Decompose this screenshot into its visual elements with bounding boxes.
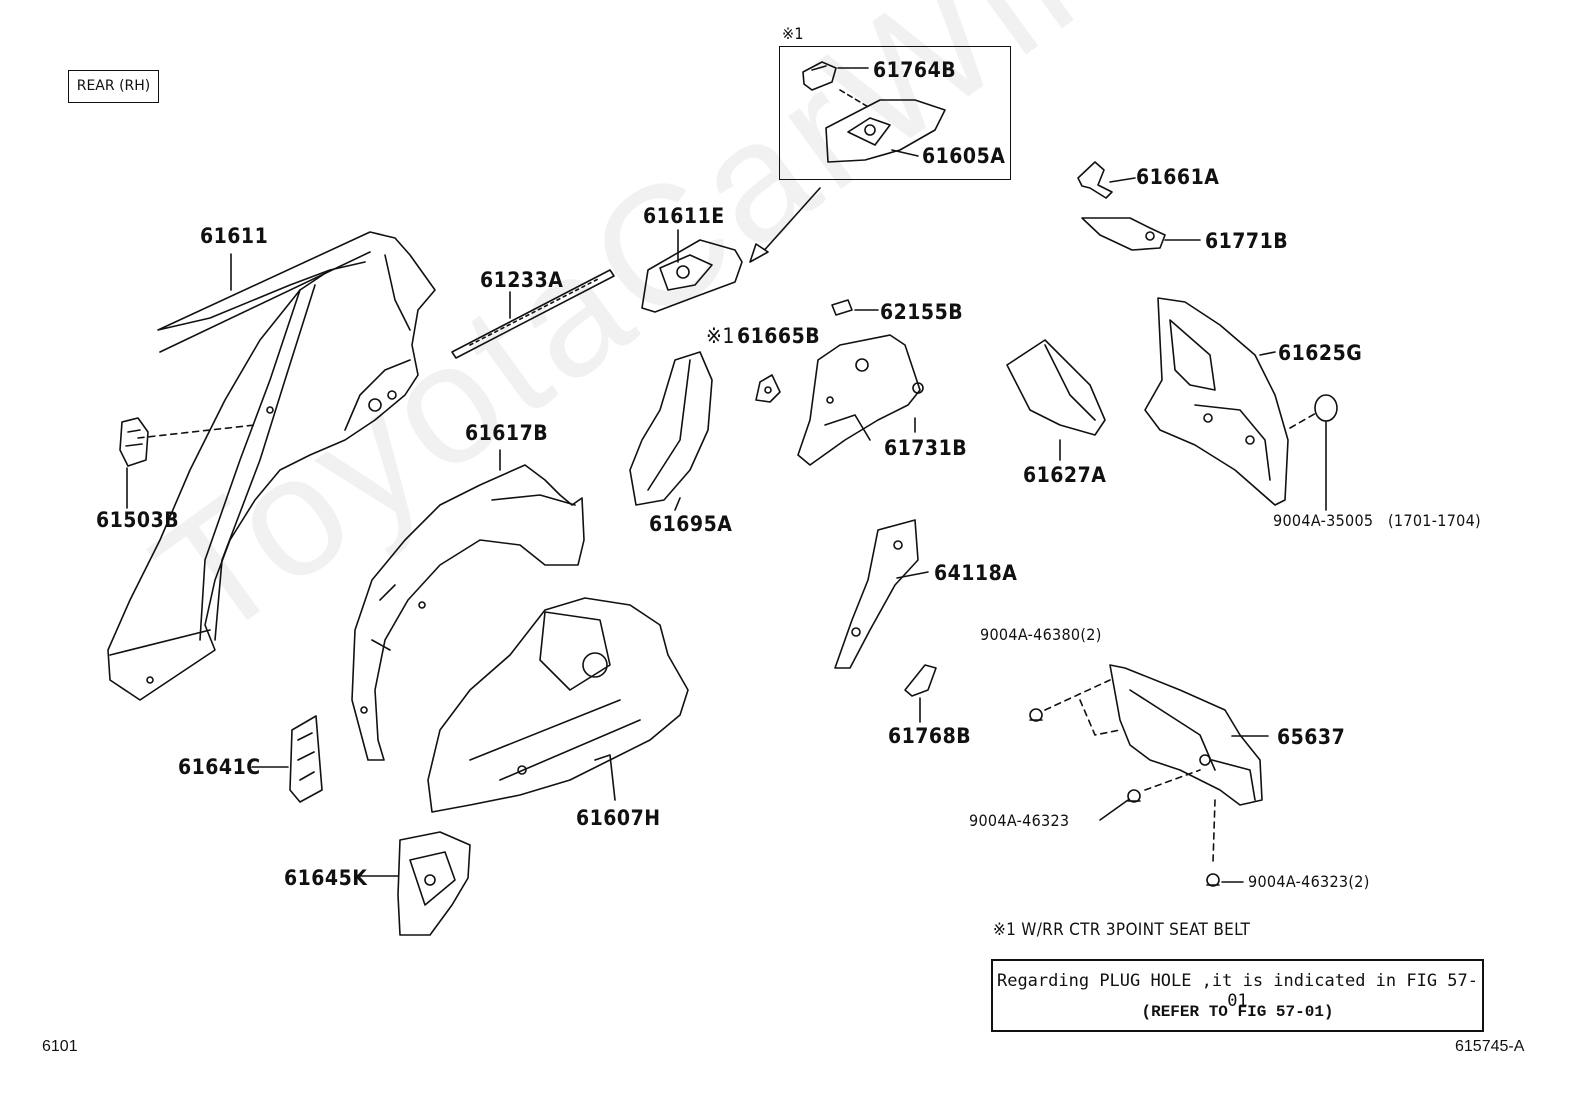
label-9004A-46323[interactable]: 9004A-46323	[969, 811, 1070, 830]
bolt-9004A-46323	[1127, 789, 1141, 803]
bolt-9004A-46380	[1029, 708, 1043, 722]
part-62155B-pad	[831, 299, 853, 316]
part-61611E-panel	[641, 239, 743, 313]
label-9004A-46380[interactable]: 9004A-46380(2)	[980, 625, 1102, 644]
label-9004A-46323-2[interactable]: 9004A-46323(2)	[1248, 872, 1370, 891]
part-65637-panel	[1109, 664, 1263, 806]
part-64118A-pillar	[834, 519, 919, 669]
part-61503B-bracket	[119, 417, 149, 467]
label-61611[interactable]: 61611	[200, 224, 269, 248]
label-61503B[interactable]: 61503B	[96, 508, 180, 532]
label-61645K[interactable]: 61645K	[284, 866, 368, 890]
view-label: REAR (RH)	[76, 78, 151, 94]
part-61627A-panel	[1006, 339, 1106, 436]
inset-part-61764B	[802, 61, 837, 91]
label-9004A-35005-range: (1701-1704)	[1388, 511, 1481, 530]
label-61607H[interactable]: 61607H	[576, 806, 661, 830]
label-61695A[interactable]: 61695A	[649, 512, 733, 536]
part-61625G-panel	[1144, 297, 1289, 506]
label-61625G[interactable]: 61625G	[1278, 341, 1363, 365]
label-61661A[interactable]: 61661A	[1136, 165, 1220, 189]
label-65637[interactable]: 65637	[1277, 725, 1346, 749]
bolt-9004A-46323-lower	[1206, 873, 1220, 887]
part-61695A-pillar	[629, 351, 713, 506]
inset-arrow	[759, 187, 821, 256]
label-61768B[interactable]: 61768B	[888, 724, 972, 748]
part-61617B-inner-panel	[351, 464, 585, 761]
note-box: Regarding PLUG HOLE ,it is indicated in …	[991, 959, 1484, 1032]
label-61641C[interactable]: 61641C	[178, 755, 261, 779]
label-61731B[interactable]: 61731B	[884, 436, 968, 460]
part-61611-quarter-panel	[107, 231, 436, 701]
label-61665B[interactable]: 61665B	[737, 324, 821, 348]
part-61665B-clip	[755, 374, 781, 403]
part-61661A-bracket	[1077, 161, 1113, 199]
inset-marker: ※1	[782, 24, 804, 43]
label-61771B[interactable]: 61771B	[1205, 229, 1289, 253]
inset-arrow-head	[749, 243, 769, 263]
inset-part-61605A	[825, 99, 946, 163]
label-9004A-35005[interactable]: 9004A-35005	[1273, 511, 1374, 530]
plug-9004A-35005	[1314, 394, 1338, 422]
label-61627A[interactable]: 61627A	[1023, 463, 1107, 487]
part-61607H-wheelhouse	[427, 597, 689, 813]
part-61768B-clip	[904, 664, 937, 697]
label-61665B-mark: ※1	[706, 324, 735, 348]
part-61641C-bracket	[289, 715, 323, 803]
leader-lines	[126, 67, 1276, 883]
inset-box	[779, 46, 1011, 180]
label-64118A[interactable]: 64118A	[934, 561, 1018, 585]
footer-figure-number: 6101	[42, 1038, 78, 1055]
note-refer-link[interactable]: (REFER TO FIG 57-01)	[1141, 1003, 1334, 1021]
label-61764B[interactable]: 61764B	[873, 58, 957, 82]
part-61645K-bracket	[397, 831, 471, 936]
label-61611E[interactable]: 61611E	[643, 204, 725, 228]
part-61731B-panel	[797, 334, 924, 466]
footer-illustration-id: 615745-A	[1455, 1038, 1525, 1055]
note-plug-hole: Regarding PLUG HOLE ,it is indicated in …	[996, 971, 1479, 1011]
label-61605A[interactable]: 61605A	[922, 144, 1006, 168]
label-61233A[interactable]: 61233A	[480, 268, 564, 292]
note-seat-belt: ※1 W/RR CTR 3POINT SEAT BELT	[993, 920, 1251, 940]
view-label-box: REAR (RH)	[68, 70, 159, 103]
part-61771B-bracket	[1081, 217, 1166, 251]
label-62155B[interactable]: 62155B	[880, 300, 964, 324]
part-61233A-strip	[451, 269, 615, 359]
label-61617B[interactable]: 61617B	[465, 421, 549, 445]
